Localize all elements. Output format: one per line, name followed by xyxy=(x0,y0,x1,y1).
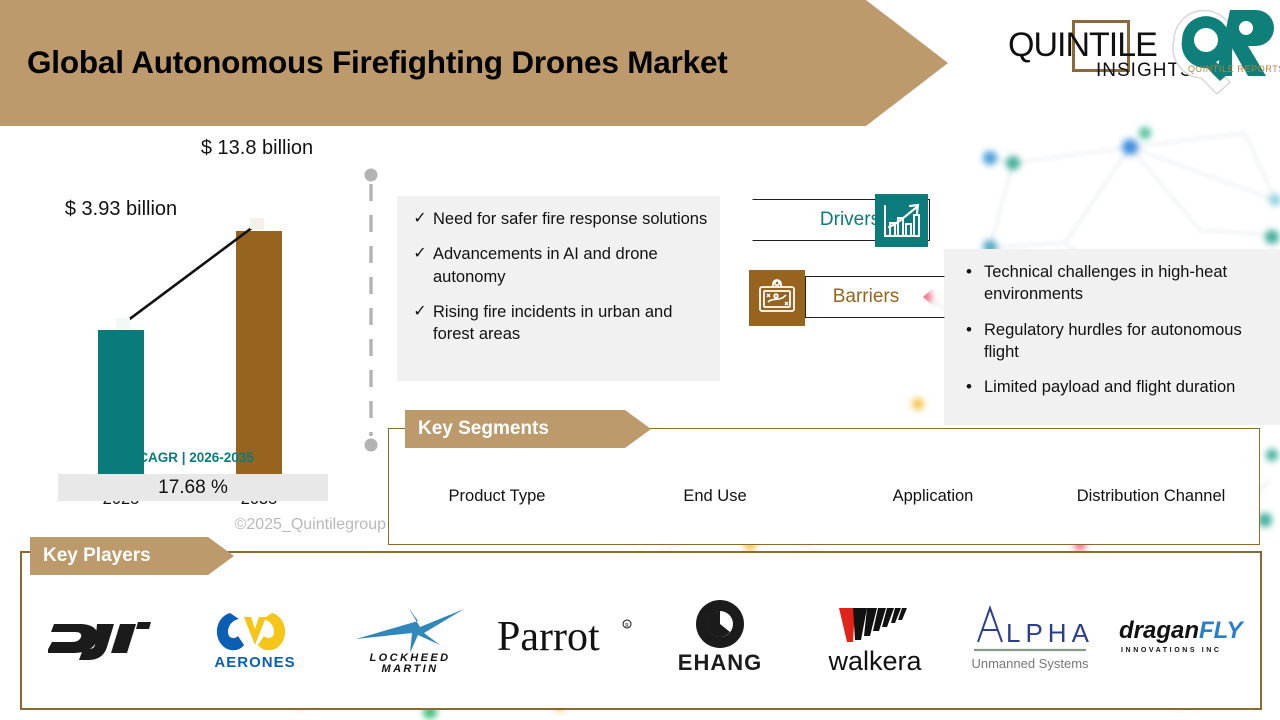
barriers-list-box: • Technical challenges in high-heat envi… xyxy=(944,249,1280,425)
qr-q-hole xyxy=(1194,28,1218,52)
barriers-list-item: • Limited payload and flight duration xyxy=(954,376,1272,399)
qr-r-glyph xyxy=(1216,10,1274,76)
player-logo-walkera: walkera xyxy=(797,575,952,700)
bullet-dot-icon: • xyxy=(966,262,972,281)
ehang-logo: EHANG xyxy=(677,599,761,675)
quintile-insights-logo: QUINTILE INSIGHTS xyxy=(1008,16,1193,86)
dji-logo xyxy=(47,621,151,660)
player-logo-lockheed-martin: LOCKHEED MARTIN xyxy=(332,575,487,700)
svg-text:Unmanned Systems: Unmanned Systems xyxy=(971,656,1089,671)
drivers-list-item: ✓ Need for safer fire response solutions xyxy=(407,208,710,230)
trend-line xyxy=(116,218,264,329)
player-logo-aerones: AERONES xyxy=(177,575,332,700)
strategy-board-icon xyxy=(749,270,805,326)
bullet-dot-icon: • xyxy=(966,377,972,397)
key-players-logo-row: AERONES LOCKHEED MARTIN Parrot R xyxy=(22,575,1262,700)
market-size-bar-chart: $ 3.93 billion $ 13.8 billion 2025 2035 xyxy=(46,132,346,508)
aerones-logo: AERONES xyxy=(214,612,295,671)
logo-square-outline-icon xyxy=(1072,20,1130,72)
vertical-dashed-divider xyxy=(358,168,384,453)
header-banner: Global Autonomous Firefighting Drones Ma… xyxy=(0,0,948,126)
alpha-unmanned-systems-logo: LPHA Unmanned Systems xyxy=(971,604,1092,671)
player-logo-draganfly: dragan FLY INNOVATIONS INC xyxy=(1107,575,1262,700)
walkera-logo: walkera xyxy=(827,607,922,676)
drivers-list-box: ✓ Need for safer fire response solutions… xyxy=(397,196,720,381)
key-segments-tab: Key Segments xyxy=(405,410,651,448)
player-logo-parrot: Parrot R xyxy=(487,575,642,700)
cagr-label: CAGR | 2026-2035 xyxy=(138,450,254,465)
barriers-list-item: • Regulatory hurdles for autonomous flig… xyxy=(954,319,1272,364)
cagr-value-band: 17.68 % xyxy=(58,474,328,501)
drivers-ribbon-label: Drivers xyxy=(819,209,881,230)
svg-text:INNOVATIONS INC: INNOVATIONS INC xyxy=(1121,647,1222,654)
svg-text:LPHA: LPHA xyxy=(1006,618,1092,648)
segment-item: Application xyxy=(892,487,974,506)
segment-item: End Use xyxy=(683,487,747,506)
drivers-item-text: Advancements in AI and drone autonomy xyxy=(433,245,658,286)
bar-2035: 2035 xyxy=(236,231,282,508)
barriers-item-text: Limited payload and flight duration xyxy=(984,378,1236,397)
svg-text:AERONES: AERONES xyxy=(214,654,295,671)
brand-logo: QUINTILE INSIGHTS QUINTILE REPORTS xyxy=(1002,2,1280,96)
svg-text:EHANG: EHANG xyxy=(677,650,761,675)
barriers-ribbon-label: Barriers xyxy=(832,286,900,307)
svg-text:MARTIN: MARTIN xyxy=(381,663,438,673)
barriers-ribbon: Barriers xyxy=(805,276,945,318)
qr-r-hole xyxy=(1239,21,1253,35)
logo-insights-text: INSIGHTS xyxy=(1096,60,1194,81)
player-logo-ehang: EHANG xyxy=(642,575,797,700)
svg-text:dragan: dragan xyxy=(1119,617,1199,644)
drivers-list-item: ✓ Advancements in AI and drone autonomy xyxy=(407,243,710,288)
svg-text:Parrot: Parrot xyxy=(497,614,600,660)
segment-item: Product Type xyxy=(448,487,546,506)
lockheed-martin-logo: LOCKHEED MARTIN xyxy=(355,606,464,673)
svg-text:walkera: walkera xyxy=(827,646,922,676)
segment-item: Distribution Channel xyxy=(1076,487,1226,506)
player-logo-dji xyxy=(22,575,177,700)
svg-text:FLY: FLY xyxy=(1199,617,1245,644)
drivers-item-text: Rising fire incidents in urban and fores… xyxy=(433,302,673,344)
check-icon: ✓ xyxy=(413,245,427,263)
bar-value-2035: $ 13.8 billion xyxy=(200,137,314,159)
qr-mark-logo: QUINTILE REPORTS xyxy=(1168,2,1280,96)
player-logo-alpha-unmanned-systems: LPHA Unmanned Systems xyxy=(952,575,1107,700)
svg-text:R: R xyxy=(624,623,628,629)
bar-value-2025: $ 3.93 billion xyxy=(64,198,178,220)
cagr-value: 17.68 % xyxy=(158,476,228,498)
drivers-item-text: Need for safer fire response solutions xyxy=(433,210,708,228)
bullet-dot-icon: • xyxy=(966,319,972,339)
logo-quintile-text: QUINTILE xyxy=(1008,26,1158,64)
check-icon: ✓ xyxy=(413,302,427,320)
draganfly-logo: dragan FLY INNOVATIONS INC xyxy=(1119,617,1245,654)
qr-subtitle: QUINTILE REPORTS xyxy=(1188,64,1280,74)
page-title: Global Autonomous Firefighting Drones Ma… xyxy=(27,44,728,81)
key-players-tab-label: Key Players xyxy=(43,545,151,566)
check-icon: ✓ xyxy=(413,210,427,227)
drivers-list-item: ✓ Rising fire incidents in urban and for… xyxy=(407,301,710,346)
bar-chart-growth-icon xyxy=(875,194,928,247)
barriers-list-item: • Technical challenges in high-heat envi… xyxy=(954,261,1272,306)
key-segments-tab-label: Key Segments xyxy=(418,418,549,439)
parrot-logo: Parrot R xyxy=(497,614,631,660)
barriers-item-text: Regulatory hurdles for autonomous flight xyxy=(984,320,1242,361)
key-segments-list: Product Type End Use Application Distrib… xyxy=(388,462,1260,532)
key-players-tab: Key Players xyxy=(30,537,234,575)
barriers-item-text: Technical challenges in high-heat enviro… xyxy=(984,263,1228,304)
copyright-text: ©2025_Quintilegroup xyxy=(234,516,386,533)
